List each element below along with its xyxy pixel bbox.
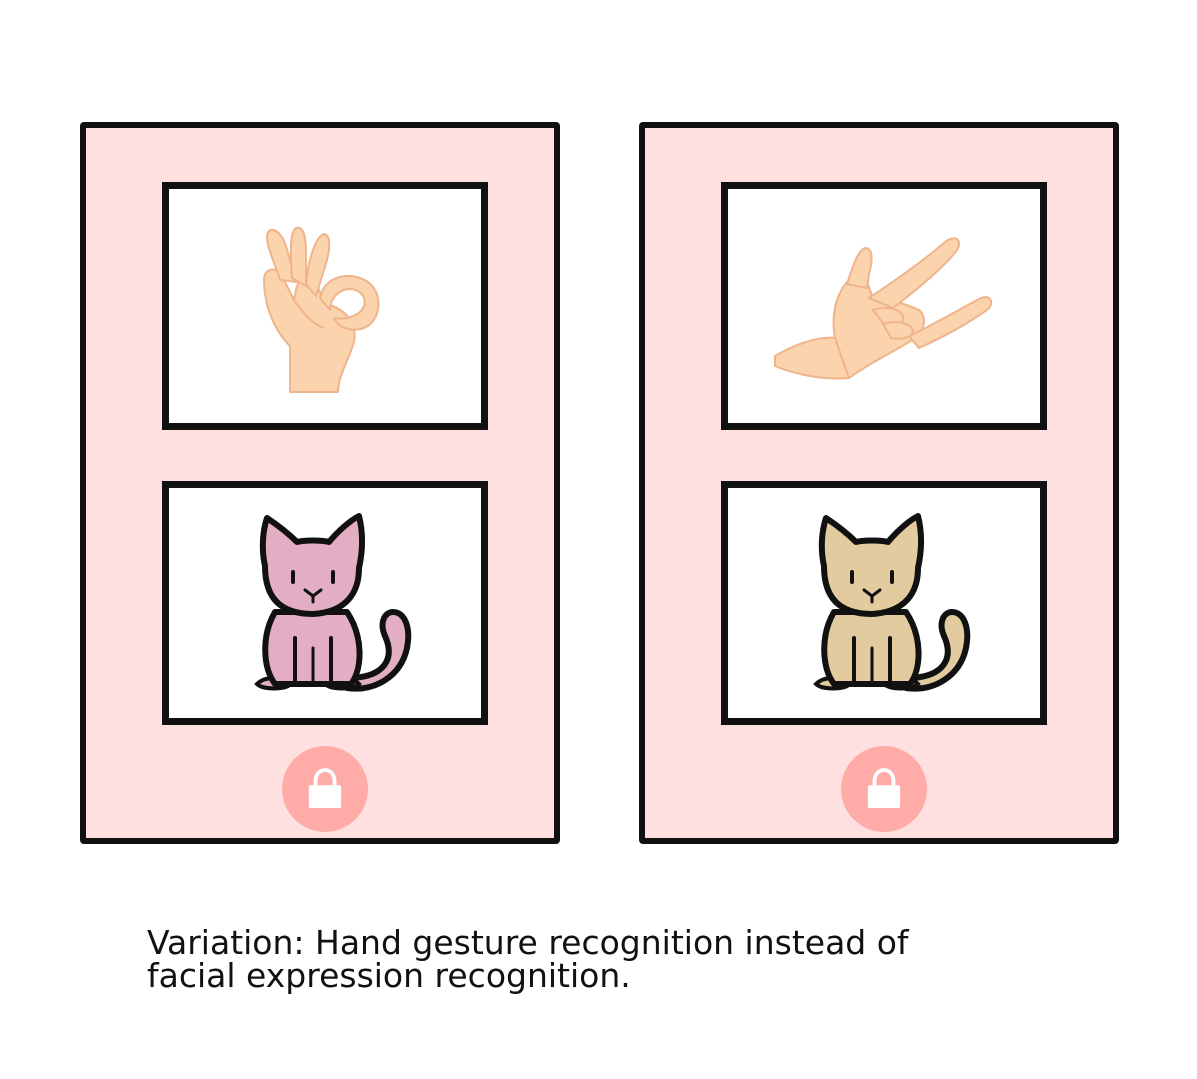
gesture-panel — [162, 182, 488, 430]
lock-button[interactable] — [841, 746, 927, 832]
phone-mockup-left — [80, 122, 560, 844]
cat-panel — [162, 481, 488, 725]
gesture-panel — [721, 182, 1047, 430]
phone-mockup-right — [639, 122, 1119, 844]
lock-icon — [865, 768, 903, 810]
lock-icon — [306, 768, 344, 810]
rock-on-hand-gesture-icon — [774, 237, 993, 380]
lock-button[interactable] — [282, 746, 368, 832]
ok-hand-gesture-icon — [263, 226, 380, 393]
caption: Variation: Hand gesture recognition inst… — [147, 926, 1107, 992]
pink-cat-icon — [235, 508, 415, 698]
caption-line-2: facial expression recognition. — [147, 956, 631, 995]
caption-line-1: Variation: Hand gesture recognition inst… — [147, 923, 909, 962]
beige-cat-icon — [794, 508, 974, 698]
cat-panel — [721, 481, 1047, 725]
